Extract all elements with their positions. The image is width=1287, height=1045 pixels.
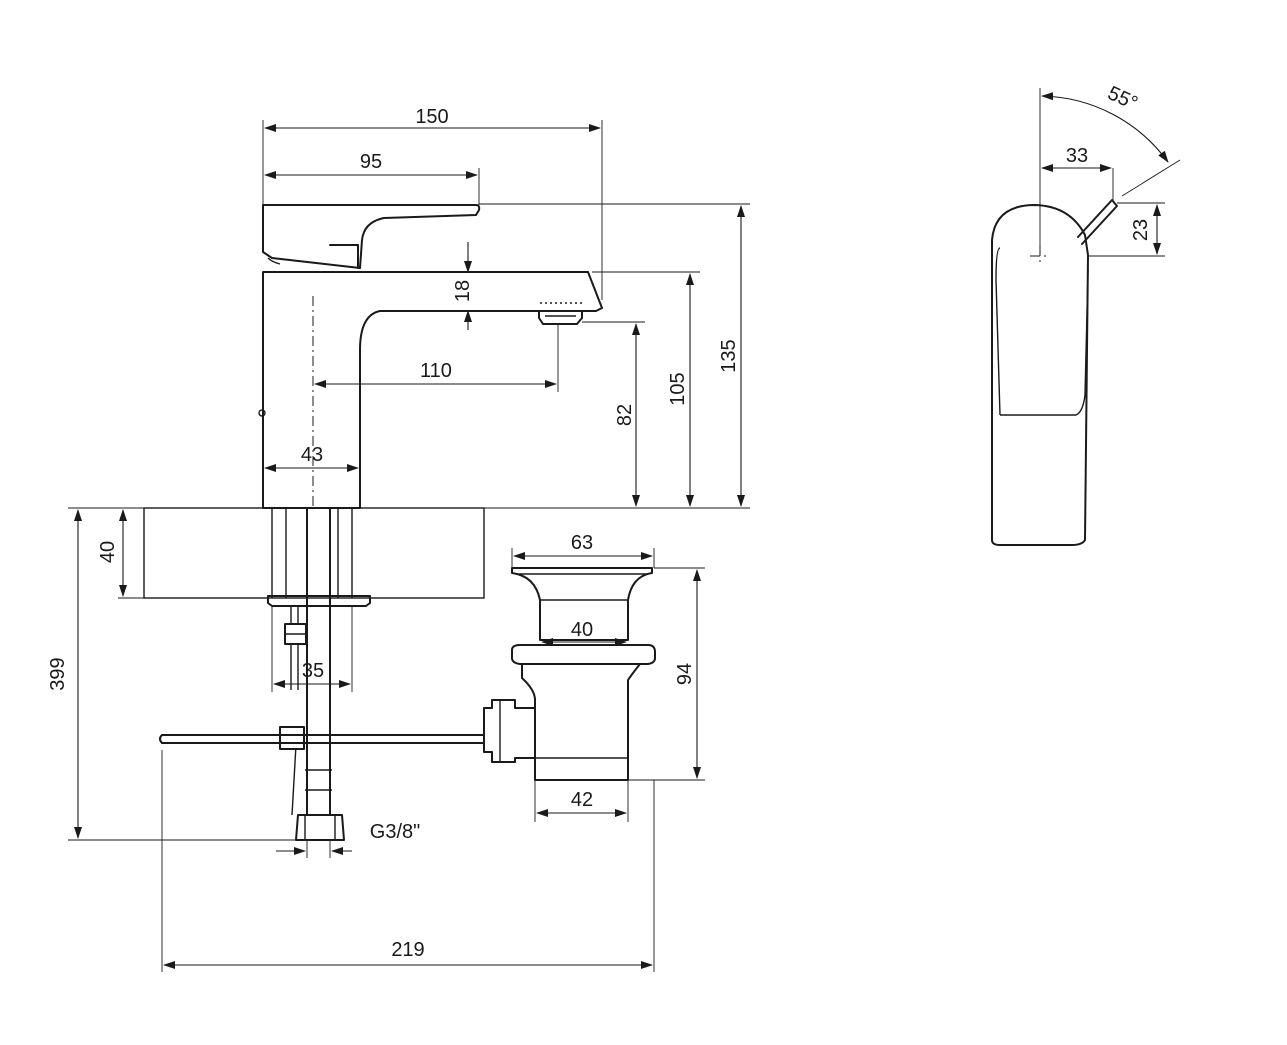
faucet-side-view [258,204,603,509]
lever-handle [262,204,481,269]
dim-43: 43 [301,444,323,466]
dim-55-degrees: 55° [1104,82,1141,115]
dim-18: 18 [452,280,474,302]
countertop [118,507,750,599]
dim-40-throat: 40 [571,619,593,641]
pull-rod [159,734,485,744]
handle-front-view [991,199,1118,546]
dim-105: 105 [667,372,689,405]
dim-150: 150 [415,106,448,128]
dim-399: 399 [47,657,69,690]
dimension-labels: 150 95 18 110 43 82 105 135 40 399 35 G3… [47,82,1152,961]
dim-33: 33 [1066,145,1088,167]
under-deck-fittings [159,507,485,841]
dim-219: 219 [391,939,424,961]
dim-135: 135 [718,339,740,372]
dimension-lines [68,88,1181,972]
dim-g38: G3/8" [370,821,420,843]
dim-23: 23 [1130,219,1152,241]
dim-40-deck: 40 [97,541,119,563]
aerator [538,310,583,325]
dim-42: 42 [571,789,593,811]
dim-82: 82 [614,404,636,426]
dim-63: 63 [571,532,593,554]
dim-95: 95 [360,151,382,173]
faucet-body [262,271,603,509]
dim-35: 35 [302,660,324,682]
dim-94: 94 [674,663,696,685]
pop-up-waste [483,567,656,781]
dim-110: 110 [420,360,452,382]
